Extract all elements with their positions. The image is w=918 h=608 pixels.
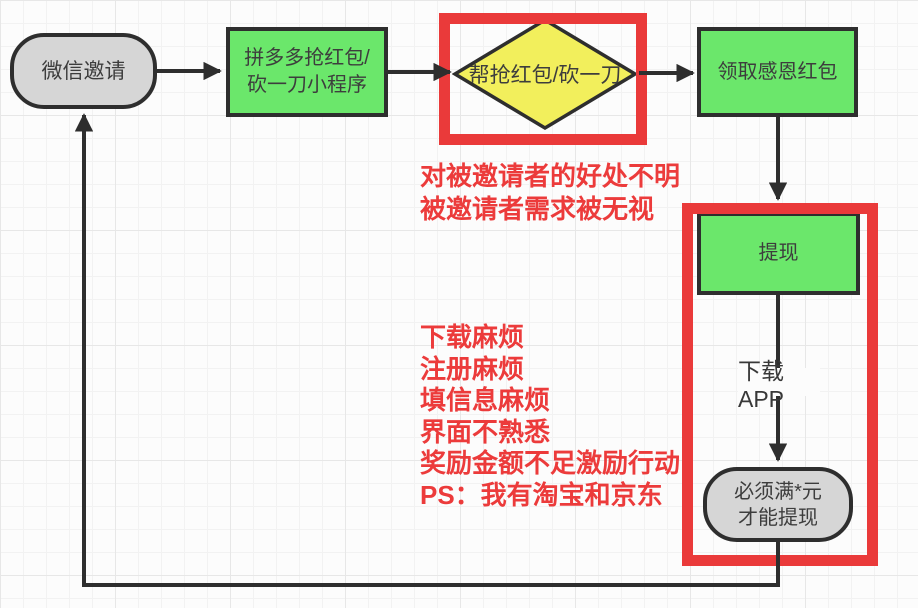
- annotation-friction-note-line4: 界面不熟悉: [420, 416, 551, 447]
- highlight-box-decision: [439, 13, 647, 145]
- annotation-friction-note-line3: 填信息麻烦: [420, 385, 551, 415]
- node-help-grab-label: 帮抢红包/砍一刀: [468, 64, 622, 87]
- node-pdd-miniprogram: 拼多多抢红包/ 砍一刀小程序: [226, 27, 388, 117]
- annotation-friction-note-line5: 奖励金额不足激励行动: [420, 448, 681, 478]
- node-receive-redpacket-label: 领取感恩红包: [717, 60, 838, 83]
- annotation-friction-note-line2: 注册麻烦: [420, 353, 525, 384]
- annotation-friction-note: 下载麻烦 注册麻烦 填信息麻烦 界面不熟悉 奖励金额不足激励行动 PS：我有淘宝…: [420, 322, 680, 511]
- node-wechat-invite-label: 微信邀请: [41, 59, 126, 83]
- node-receive-redpacket: 领取感恩红包: [697, 27, 858, 117]
- annotation-invitee-note-line1: 对被邀请者的好处不明: [420, 161, 681, 191]
- edge-label-download-app: 下载APP: [738, 358, 820, 412]
- annotation-invitee-note: 对被邀请者的好处不明 被邀请者需求被无视: [420, 160, 680, 226]
- node-wechat-invite: 微信邀请: [10, 33, 157, 109]
- node-pdd-miniprogram-label-line2: 砍一刀小程序: [247, 74, 367, 96]
- annotation-invitee-note-line2: 被邀请者需求被无视: [420, 194, 655, 224]
- annotation-friction-note-line6: PS：我有淘宝和京东: [420, 479, 663, 510]
- node-pdd-miniprogram-label-line1: 拼多多抢红包/: [244, 47, 370, 69]
- annotation-friction-note-line1: 下载麻烦: [420, 322, 525, 352]
